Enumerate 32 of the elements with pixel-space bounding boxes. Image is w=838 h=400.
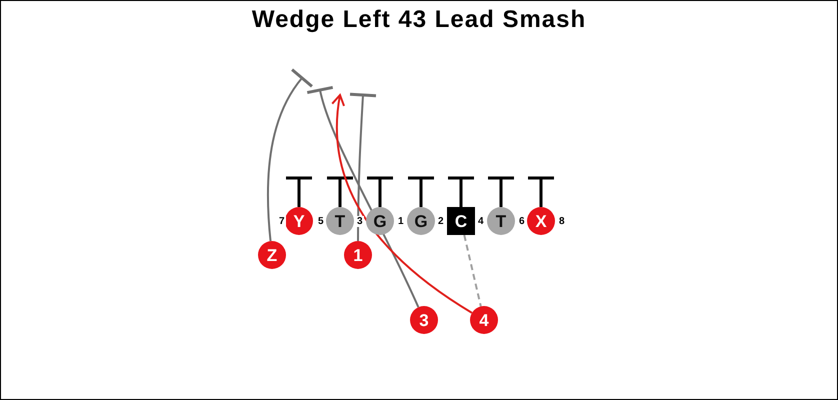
block-line — [526, 176, 556, 207]
gap-number: 8 — [558, 216, 566, 227]
block-line — [348, 92, 378, 241]
block-line — [326, 176, 354, 207]
gap-number: 3 — [356, 216, 364, 227]
player-circle: 3 — [410, 306, 438, 334]
route-arrow — [332, 94, 472, 314]
gap-number: 5 — [317, 216, 325, 227]
block-line — [406, 176, 436, 207]
gap-number: 2 — [437, 216, 445, 227]
player-circle: Z — [258, 241, 286, 269]
gap-number: 6 — [518, 216, 526, 227]
block-line — [446, 176, 476, 207]
block-line — [306, 85, 420, 308]
center-square: C — [447, 207, 475, 235]
player-circle: G — [366, 207, 394, 235]
block-line — [267, 68, 314, 242]
gap-number: 4 — [477, 216, 485, 227]
gap-number: 1 — [397, 216, 405, 227]
motion-line — [463, 234, 482, 307]
player-circle: T — [487, 207, 515, 235]
player-circle: 1 — [344, 241, 372, 269]
player-circle: T — [326, 207, 354, 235]
block-line — [366, 176, 394, 207]
block-line — [284, 176, 314, 207]
player-circle: X — [527, 207, 555, 235]
diagram-title: Wedge Left 43 Lead Smash — [252, 6, 586, 34]
player-circle: Y — [285, 207, 313, 235]
gap-number: 7 — [278, 216, 286, 227]
player-circle: 4 — [470, 306, 498, 334]
block-line — [486, 176, 516, 207]
player-circle: G — [407, 207, 435, 235]
